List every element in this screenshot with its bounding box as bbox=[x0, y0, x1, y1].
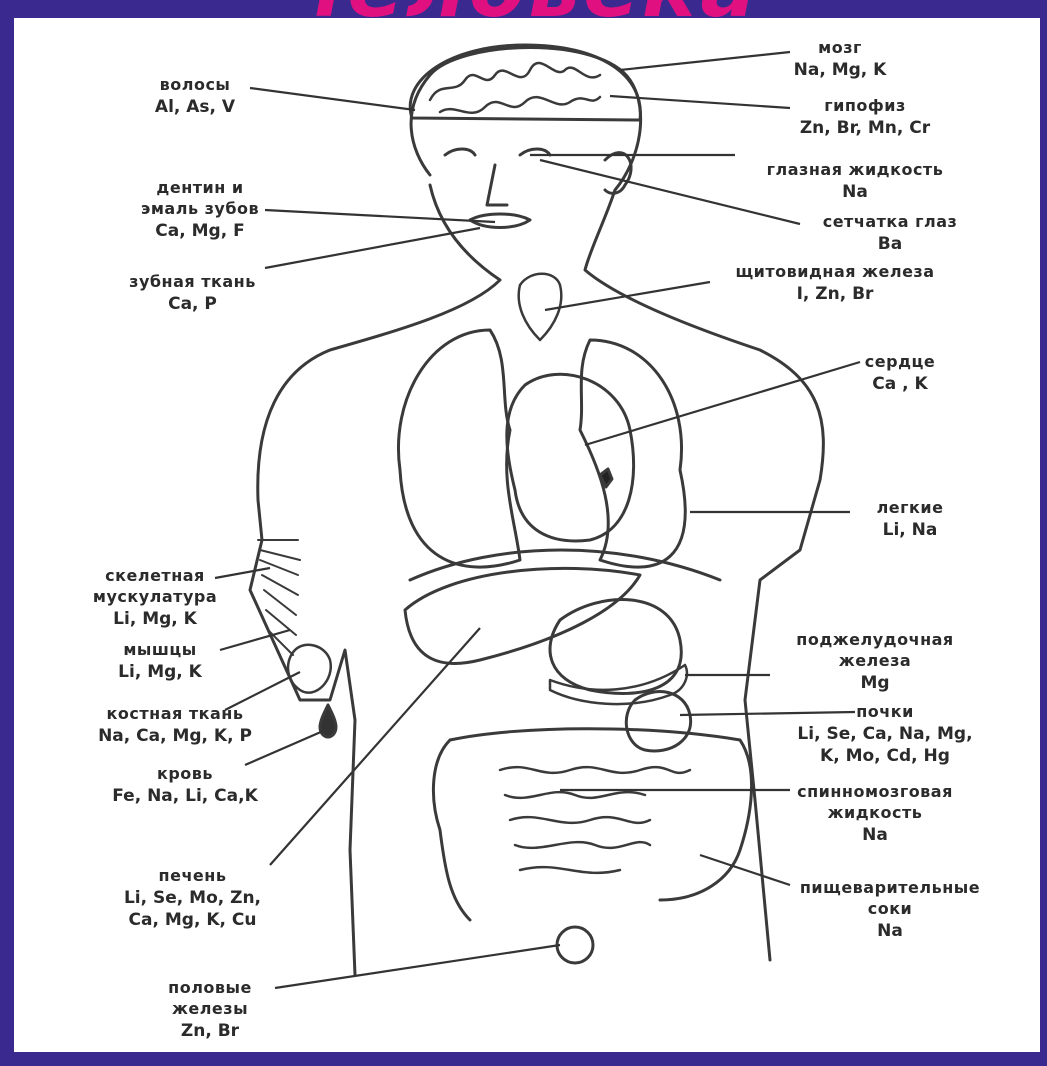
label-brain-elements: Na, Mg, K bbox=[775, 59, 905, 81]
leader-muscles bbox=[220, 630, 290, 650]
label-pituitary-name: гипофиз bbox=[780, 96, 950, 117]
label-eye-fluid-elements: Na bbox=[730, 181, 980, 203]
leader-dental-tissue bbox=[265, 228, 480, 268]
label-thyroid-name: щитовидная железа bbox=[700, 262, 970, 283]
large-intestine bbox=[433, 729, 751, 920]
label-retina: сетчатка глаз Ba bbox=[795, 212, 985, 255]
label-hair-name: волосы bbox=[125, 75, 265, 96]
label-bone-name: костная ткань bbox=[60, 704, 290, 725]
label-skeletal-muscle: скелетная мускулатура Li, Mg, K bbox=[80, 566, 230, 630]
leader-pituitary bbox=[610, 96, 790, 108]
label-heart: сердце Ca , K bbox=[845, 352, 955, 395]
leader-hair bbox=[250, 88, 415, 110]
label-blood-name: кровь bbox=[60, 764, 310, 785]
label-thyroid-elements: I, Zn, Br bbox=[700, 283, 970, 305]
label-gonads-name2: железы bbox=[140, 999, 280, 1020]
label-gonads: половые железы Zn, Br bbox=[140, 978, 280, 1042]
eye-left bbox=[445, 149, 475, 155]
label-csf: спинномозговая жидкость Na bbox=[760, 782, 990, 846]
label-pituitary: гипофиз Zn, Br, Mn, Cr bbox=[780, 96, 950, 139]
heart-outline bbox=[507, 374, 634, 541]
label-kidneys-elements2: K, Mo, Cd, Hg bbox=[740, 745, 1030, 767]
label-thyroid: щитовидная железа I, Zn, Br bbox=[700, 262, 970, 305]
liver-outline bbox=[405, 568, 640, 663]
label-digestive: пищеварительные соки Na bbox=[770, 878, 1010, 942]
label-bone: костная ткань Na, Ca, Mg, K, P bbox=[60, 704, 290, 747]
label-retina-elements: Ba bbox=[795, 233, 985, 255]
label-gonads-elements: Zn, Br bbox=[140, 1020, 280, 1042]
label-heart-name: сердце bbox=[845, 352, 955, 373]
label-muscles-elements: Li, Mg, K bbox=[95, 661, 225, 683]
label-liver-elements2: Ca, Mg, K, Cu bbox=[85, 909, 300, 931]
label-brain: мозг Na, Mg, K bbox=[775, 38, 905, 81]
label-muscles-name: мышцы bbox=[95, 640, 225, 661]
stomach-outline bbox=[550, 600, 681, 694]
leader-thyroid bbox=[545, 282, 710, 310]
nose bbox=[487, 165, 507, 205]
label-digestive-name1: пищеварительные bbox=[770, 878, 1010, 899]
label-kidneys: почки Li, Se, Ca, Na, Mg, K, Mo, Cd, Hg bbox=[740, 702, 1030, 767]
label-blood-elements: Fe, Na, Li, Ca,K bbox=[60, 785, 310, 807]
leader-liver bbox=[270, 628, 480, 865]
label-kidneys-elements1: Li, Se, Ca, Na, Mg, bbox=[740, 723, 1030, 745]
small-intestine bbox=[500, 767, 690, 873]
leader-dentin bbox=[265, 210, 495, 222]
label-lungs: легкие Li, Na bbox=[855, 498, 965, 541]
neck-thyroid bbox=[519, 274, 562, 340]
label-liver-elements1: Li, Se, Mo, Zn, bbox=[85, 887, 300, 909]
label-digestive-elements: Na bbox=[770, 920, 1010, 942]
label-gonads-name1: половые bbox=[140, 978, 280, 999]
label-dentin-name2: эмаль зубов bbox=[125, 199, 275, 220]
label-liver-name: печень bbox=[85, 866, 300, 887]
label-dentin-elements: Ca, Mg, F bbox=[125, 220, 275, 242]
label-pancreas-name2: железа bbox=[760, 651, 990, 672]
label-digestive-name2: соки bbox=[770, 899, 1010, 920]
lung-left bbox=[398, 330, 520, 567]
label-skeletal-muscle-name2: мускулатура bbox=[80, 587, 230, 608]
label-pancreas-name1: поджелудочная bbox=[760, 630, 990, 651]
label-muscles: мышцы Li, Mg, K bbox=[95, 640, 225, 683]
label-dentin: дентин и эмаль зубов Ca, Mg, F bbox=[125, 178, 275, 242]
label-skeletal-muscle-elements: Li, Mg, K bbox=[80, 608, 230, 630]
label-lungs-name: легкие bbox=[855, 498, 965, 519]
label-retina-name: сетчатка глаз bbox=[795, 212, 985, 233]
label-dentin-name1: дентин и bbox=[125, 178, 275, 199]
gonad-outline bbox=[557, 927, 593, 963]
label-dental-tissue-name: зубная ткань bbox=[110, 272, 275, 293]
label-lungs-elements: Li, Na bbox=[855, 519, 965, 541]
label-skeletal-muscle-name1: скелетная bbox=[80, 566, 230, 587]
kidney-outline bbox=[626, 692, 690, 751]
label-kidneys-name: почки bbox=[740, 702, 1030, 723]
label-pancreas: поджелудочная железа Mg bbox=[760, 630, 990, 694]
pancreas-outline bbox=[550, 665, 687, 704]
label-pancreas-elements: Mg bbox=[760, 672, 990, 694]
brain-folds bbox=[430, 63, 600, 113]
label-csf-name1: спинномозговая bbox=[760, 782, 990, 803]
leader-gonads bbox=[275, 945, 560, 988]
label-hair: волосы Al, As, V bbox=[125, 75, 265, 118]
label-blood: кровь Fe, Na, Li, Ca,K bbox=[60, 764, 310, 807]
label-liver: печень Li, Se, Mo, Zn, Ca, Mg, K, Cu bbox=[85, 866, 300, 931]
label-brain-name: мозг bbox=[775, 38, 905, 59]
leader-brain bbox=[620, 52, 790, 70]
label-bone-elements: Na, Ca, Mg, K, P bbox=[60, 725, 290, 747]
label-csf-elements: Na bbox=[760, 824, 990, 846]
label-dental-tissue: зубная ткань Ca, P bbox=[110, 272, 275, 315]
label-eye-fluid-name: глазная жидкость bbox=[730, 160, 980, 181]
label-csf-name2: жидкость bbox=[760, 803, 990, 824]
label-eye-fluid: глазная жидкость Na bbox=[730, 160, 980, 203]
label-hair-elements: Al, As, V bbox=[125, 96, 265, 118]
leader-heart bbox=[585, 362, 860, 445]
label-pituitary-elements: Zn, Br, Mn, Cr bbox=[780, 117, 950, 139]
arm-bone bbox=[288, 645, 331, 693]
label-dental-tissue-elements: Ca, P bbox=[110, 293, 275, 315]
label-heart-elements: Ca , K bbox=[845, 373, 955, 395]
